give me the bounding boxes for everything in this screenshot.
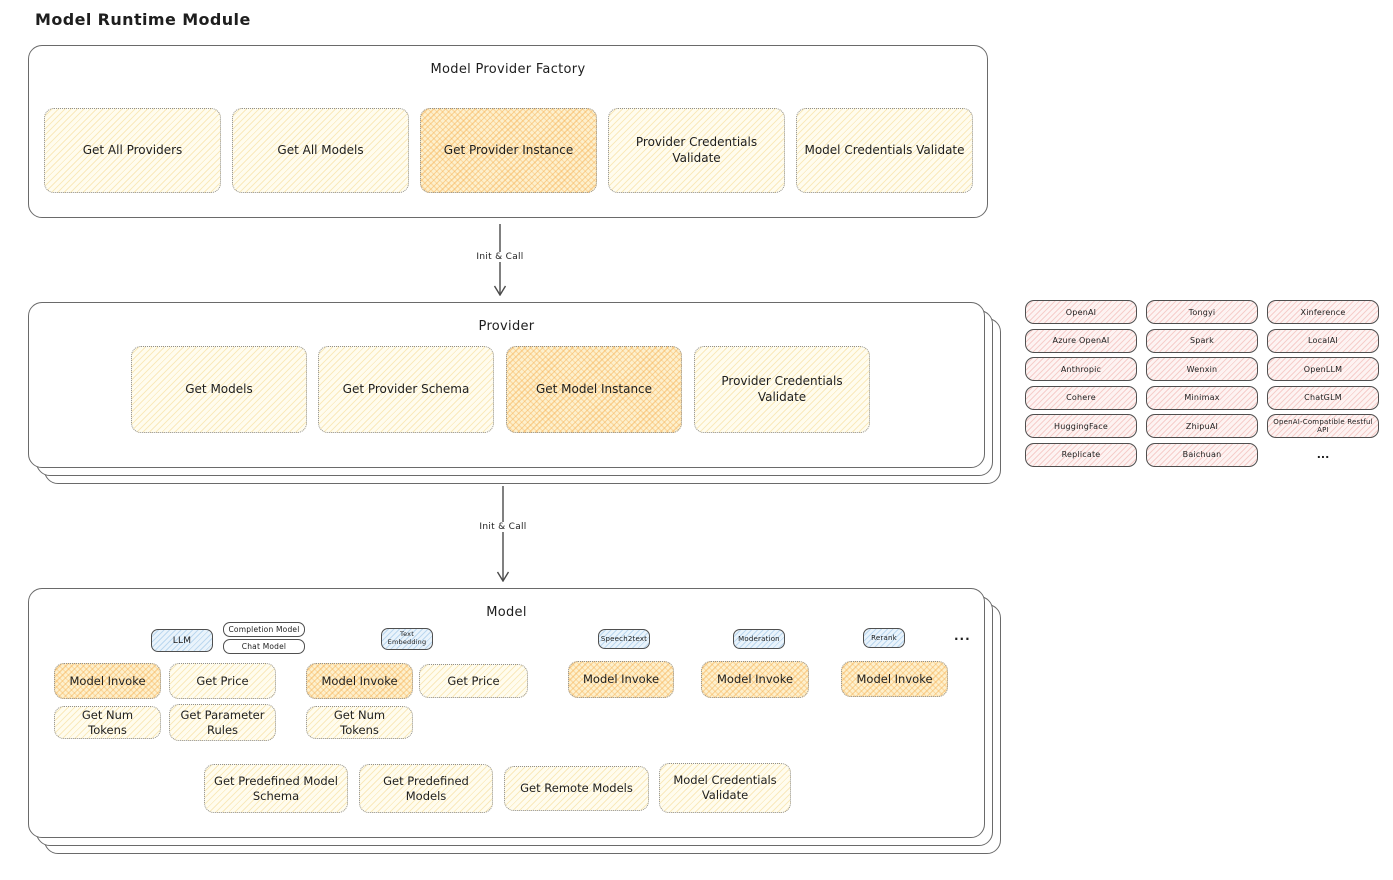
get-predefined-models-button: Get Predefined Models	[359, 764, 493, 813]
provider-chip-xinference: Xinference	[1267, 300, 1379, 324]
provider-chip-baichuan: Baichuan	[1146, 442, 1258, 467]
provider-chip-azure-openai: Azure OpenAI	[1025, 328, 1137, 353]
tag-rerank: Rerank	[863, 628, 905, 648]
provider-button-get-model-instance: Get Model Instance	[506, 346, 682, 433]
provider-chip-wenxin: Wenxin	[1146, 357, 1258, 381]
arrow-provider-to-model	[496, 486, 510, 582]
factory-box: Model Provider Factory Get All Providers…	[28, 45, 988, 218]
get-remote-models-button: Get Remote Models	[504, 766, 649, 811]
model-title: Model	[486, 605, 527, 620]
factory-button-model-credentials-validate: Model Credentials Validate	[796, 108, 973, 193]
get-predefined-model-schema-button: Get Predefined Model Schema	[204, 764, 348, 813]
tag-llm: LLM	[151, 629, 213, 652]
tag-text-embedding: Text Embedding	[381, 628, 433, 650]
speech2text-model-invoke-button: Model Invoke	[568, 661, 674, 698]
factory-button-get-all-models: Get All Models	[232, 108, 409, 193]
provider-box: Provider Get Models Get Provider Schema …	[28, 302, 985, 468]
provider-chip-openllm: OpenLLM	[1267, 357, 1379, 381]
factory-button-provider-credentials-validate: Provider Credentials Validate	[608, 108, 785, 193]
provider-button-provider-credentials-validate: Provider Credentials Validate	[694, 346, 870, 433]
provider-chip-localai: LocalAI	[1267, 328, 1379, 353]
llm-get-parameter-rules-button: Get Parameter Rules	[169, 704, 276, 741]
page-title: Model Runtime Module	[35, 10, 251, 29]
text-embedding-model-invoke-button: Model Invoke	[306, 663, 413, 699]
provider-chip-grid: OpenAI Azure OpenAI Anthropic Cohere Hug…	[1025, 300, 1379, 467]
tag-chat-model: Chat Model	[223, 639, 305, 654]
model-tags-more: ...	[954, 629, 971, 643]
llm-get-num-tokens-button: Get Num Tokens	[54, 706, 161, 739]
arrow-label-init-call-2: Init & Call	[475, 522, 531, 532]
provider-button-get-provider-schema: Get Provider Schema	[318, 346, 494, 433]
moderation-model-invoke-button: Model Invoke	[701, 661, 809, 698]
provider-chip-spark: Spark	[1146, 328, 1258, 353]
provider-chip-cohere: Cohere	[1025, 385, 1137, 410]
provider-chip-minimax: Minimax	[1146, 385, 1258, 410]
provider-chip-more: ...	[1316, 448, 1330, 461]
provider-chip-tongyi: Tongyi	[1146, 300, 1258, 324]
tag-completion-model: Completion Model	[223, 622, 305, 637]
provider-chip-openai-compatible-restful-api: OpenAI-Compatible Restful API	[1267, 414, 1379, 438]
provider-chip-replicate: Replicate	[1025, 442, 1137, 467]
rerank-model-invoke-button: Model Invoke	[841, 661, 948, 697]
provider-chip-anthropic: Anthropic	[1025, 357, 1137, 381]
provider-chip-huggingface: HuggingFace	[1025, 414, 1137, 438]
llm-get-price-button: Get Price	[169, 663, 276, 699]
provider-chip-openai: OpenAI	[1025, 300, 1137, 324]
tag-speech2text: Speech2text	[598, 629, 650, 649]
provider-title: Provider	[478, 319, 535, 334]
factory-button-get-provider-instance: Get Provider Instance	[420, 108, 597, 193]
factory-title: Model Provider Factory	[430, 62, 586, 77]
provider-chip-chatglm: ChatGLM	[1267, 385, 1379, 410]
factory-button-get-all-providers: Get All Providers	[44, 108, 221, 193]
llm-model-invoke-button: Model Invoke	[54, 663, 161, 699]
text-embedding-get-num-tokens-button: Get Num Tokens	[306, 706, 413, 739]
text-embedding-get-price-button: Get Price	[419, 664, 528, 698]
tag-moderation: Moderation	[733, 629, 785, 649]
provider-button-get-models: Get Models	[131, 346, 307, 433]
model-box: Model LLM Completion Model Chat Model Te…	[28, 588, 985, 838]
model-credentials-validate-button: Model Credentials Validate	[659, 763, 791, 813]
provider-chip-zhipuai: ZhipuAI	[1146, 414, 1258, 438]
arrow-label-init-call-1: Init & Call	[472, 252, 528, 262]
